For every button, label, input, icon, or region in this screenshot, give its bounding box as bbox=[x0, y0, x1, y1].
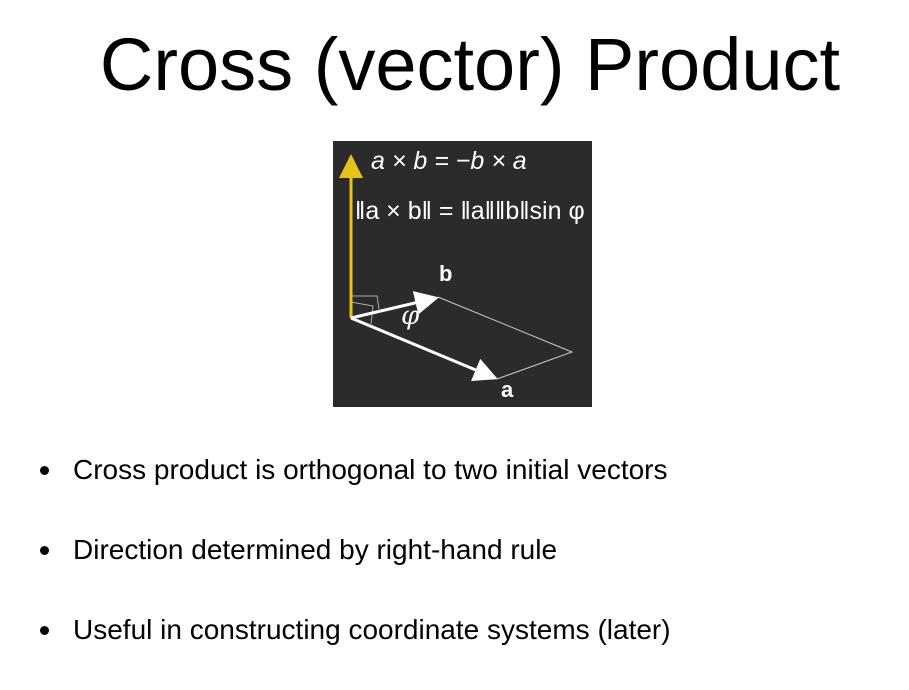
vector-diagram-svg bbox=[339, 154, 574, 381]
bullet-text: Useful in constructing coordinate system… bbox=[73, 614, 671, 645]
vector-b bbox=[350, 291, 439, 320]
bullet-icon bbox=[40, 466, 49, 475]
bullet-list: Cross product is orthogonal to two initi… bbox=[40, 450, 671, 690]
anticommutative-equation: a × b = −b × a bbox=[371, 147, 527, 175]
bullet-text: Cross product is orthogonal to two initi… bbox=[73, 454, 668, 485]
bullet-item: Useful in constructing coordinate system… bbox=[40, 610, 671, 650]
angle-label: φ bbox=[401, 301, 420, 331]
label-a: a bbox=[501, 377, 514, 402]
bullet-icon bbox=[40, 626, 49, 635]
right-angle-marker-b bbox=[351, 295, 380, 310]
bullet-item: Cross product is orthogonal to two initi… bbox=[40, 450, 671, 490]
vector-a bbox=[350, 316, 498, 381]
cross-product-diagram: a × b = −b × a ‖a × b‖ = ‖a‖‖b‖sin φ b a… bbox=[333, 141, 592, 407]
magnitude-equation: ‖a × b‖ = ‖a‖‖b‖sin φ bbox=[355, 197, 585, 225]
slide-title: Cross (vector) Product bbox=[99, 23, 841, 106]
parallelogram-outline bbox=[437, 296, 574, 380]
label-b: b bbox=[439, 261, 453, 286]
bullet-item: Direction determined by right-hand rule bbox=[40, 530, 671, 570]
bullet-icon bbox=[40, 546, 49, 555]
right-angle-marker-a bbox=[350, 301, 374, 325]
bullet-text: Direction determined by right-hand rule bbox=[73, 534, 558, 565]
